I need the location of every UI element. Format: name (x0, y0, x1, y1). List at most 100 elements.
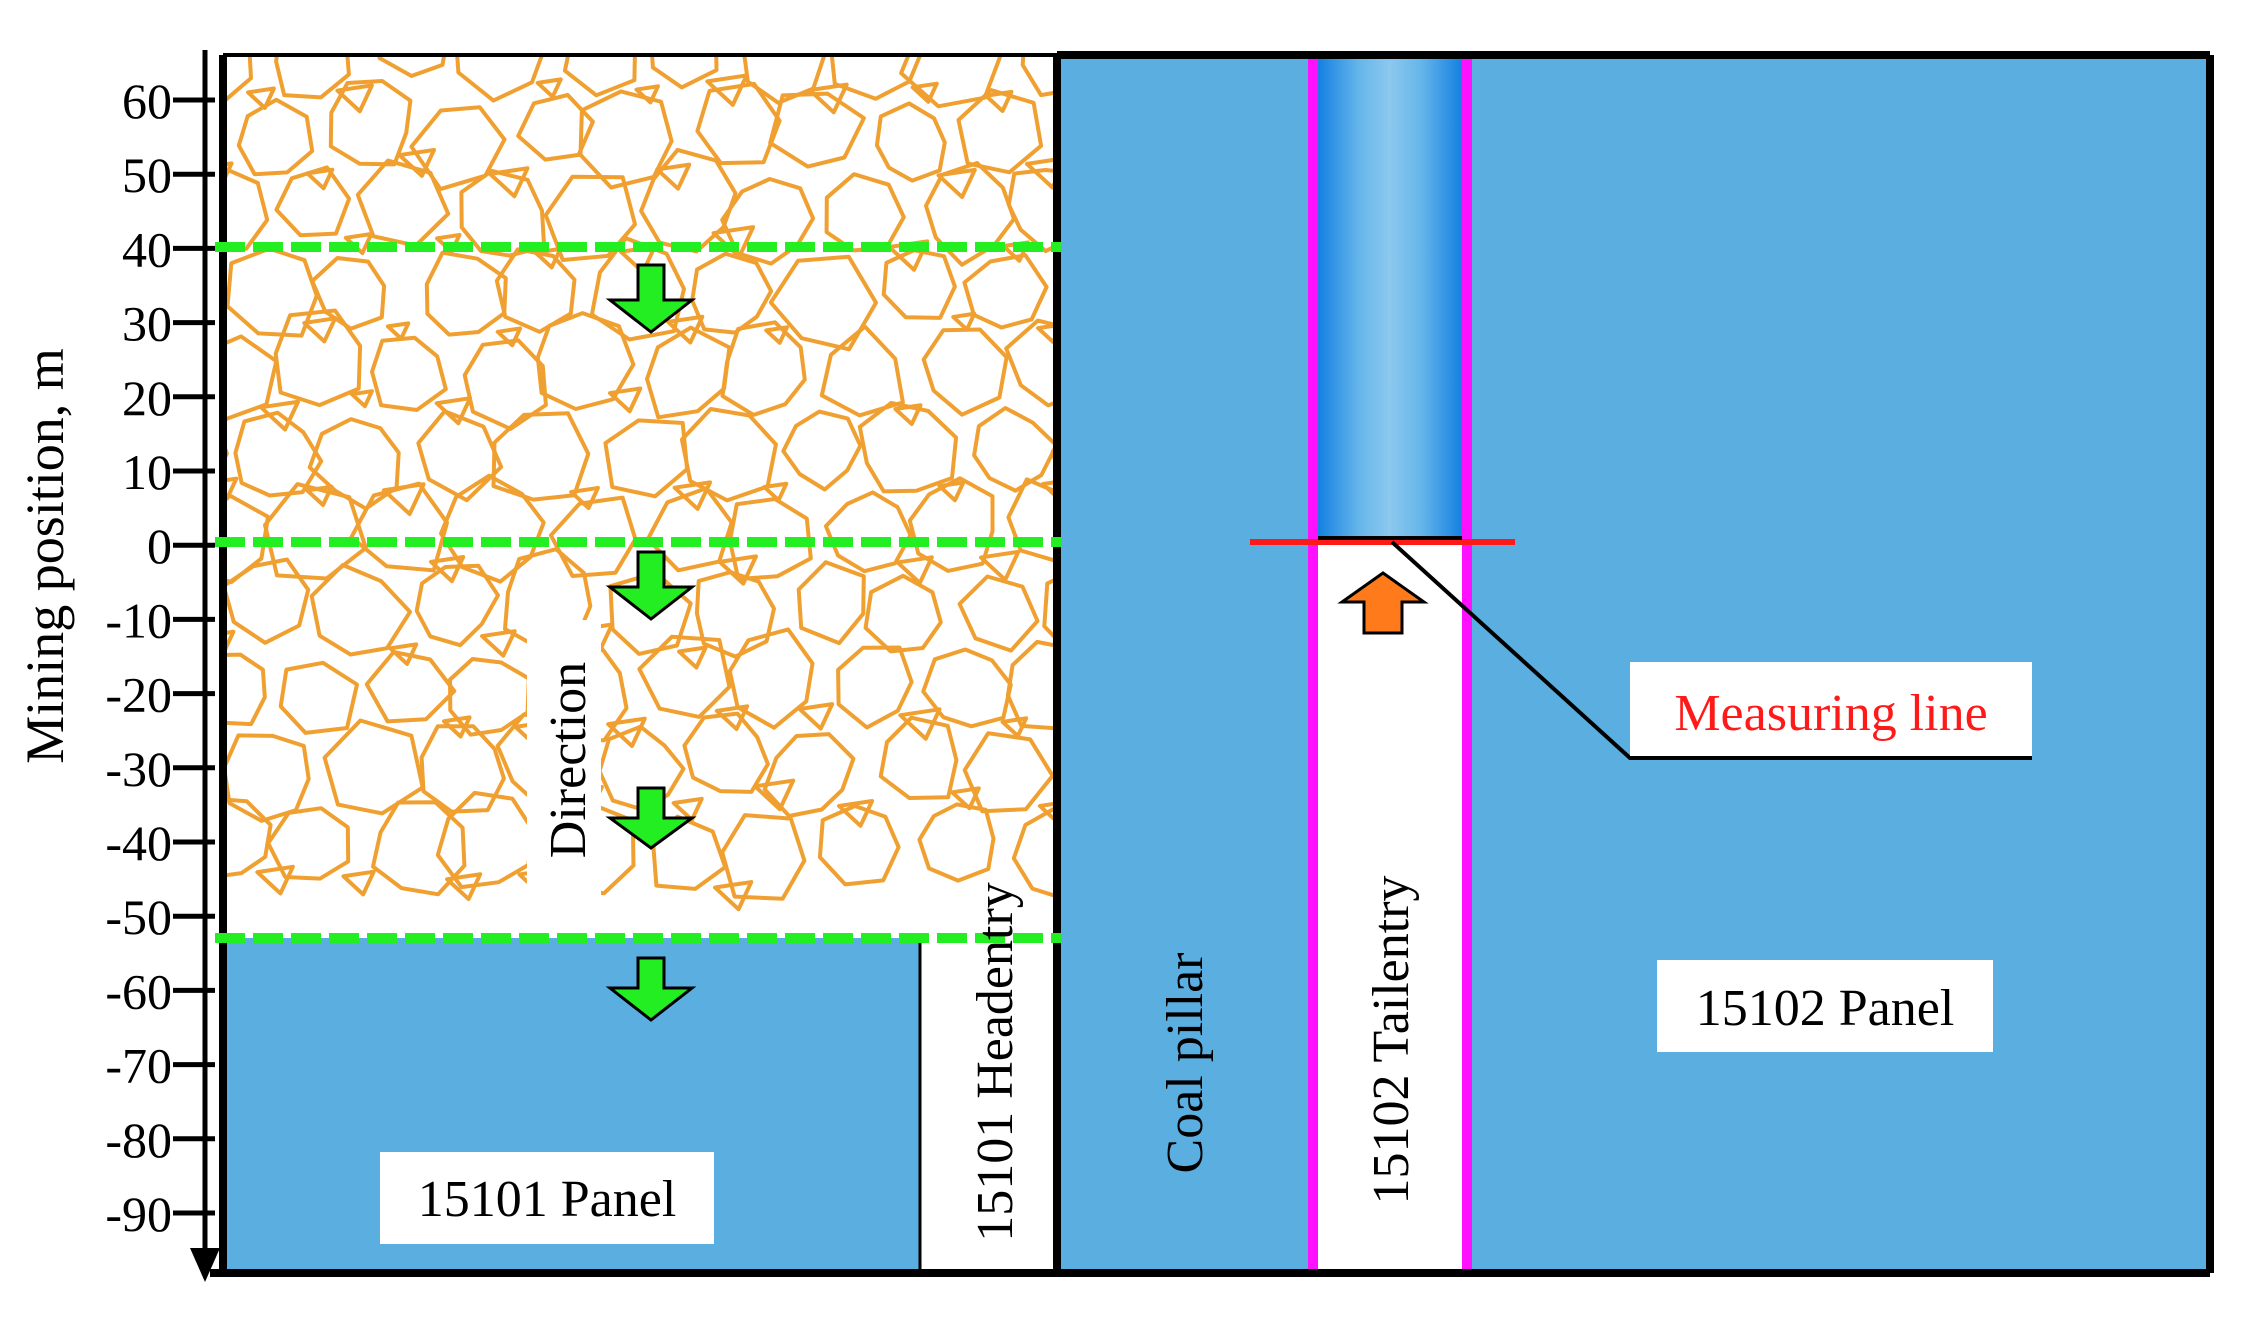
y-axis-tick-label: -20 (105, 667, 172, 723)
gob-rock-fragment (768, 254, 878, 352)
gob-rock-fragment (398, 0, 483, 18)
measuring-leader-line (1390, 540, 2032, 760)
direction-arrow-icon (605, 956, 697, 1022)
gob-rock-fragment (956, 88, 1044, 175)
gob-rock-fragment (1040, 480, 1055, 498)
gob-rock-fragment (225, 246, 319, 338)
y-axis-tick-label: -70 (105, 1038, 172, 1094)
gob-rock-fragment (328, 79, 413, 167)
gob-rock-fragment (899, 55, 1003, 109)
gob-rock-fragment (278, 660, 359, 735)
gob-rock-fragment (972, 406, 1055, 493)
gob-rock-fragment (720, 813, 807, 901)
gob-rock-fragment (310, 256, 387, 331)
gob-rock-fragment (516, 93, 595, 162)
measuring-line-label: Measuring line (1674, 685, 1987, 742)
gob-rock-fragment (829, 55, 923, 101)
gob-rock-fragment (781, 409, 863, 492)
gob-rock-fragment (836, 645, 914, 730)
gob-rock-fragment (895, 555, 934, 585)
gob-rock-fragment (962, 253, 1049, 330)
gob-rock-fragment (817, 804, 901, 887)
gob-rock-fragment (574, 0, 604, 21)
gob-rock-fragment (1139, 0, 1167, 17)
gob-rock-fragment (1036, 323, 1055, 344)
y-axis-tick-label: -40 (105, 815, 172, 871)
y-axis-tick-label: 40 (122, 221, 172, 277)
gob-rock-fragment (608, 386, 643, 414)
gob-rock-fragment (742, 55, 827, 105)
gob-rock-fragment (424, 250, 508, 337)
y-axis-tick-label: 10 (122, 444, 172, 500)
direction-arrow-icon (605, 263, 697, 334)
gob-rock-fragment (917, 802, 996, 883)
y-axis-tick-label: 50 (122, 147, 172, 203)
y-axis-tick-label: -50 (105, 889, 172, 945)
gob-rock-fragment (223, 55, 253, 105)
coal-pillar-label: Coal pillar (1157, 953, 1214, 1174)
headentry-15101 (920, 938, 1056, 1273)
gob-rock-fragment (327, 0, 408, 26)
axis-arrow-icon (190, 1248, 220, 1282)
gob-rock-fragment (981, 0, 1057, 14)
gob-rock-fragment (764, 325, 789, 345)
gob-rock-fragment (863, 573, 943, 654)
panel-15102-label: 15102 Panel (1696, 980, 1955, 1037)
gob-rock-fragment (193, 12, 229, 39)
gob-rock-fragment (754, 0, 792, 21)
y-axis-label: Mining position, m (15, 348, 75, 764)
gob-rock-fragment (419, 724, 506, 814)
gob-rock-fragment (797, 702, 835, 731)
gob-rock-fragment (910, 81, 939, 104)
gob-rock-fragment (341, 869, 376, 897)
gob-rock-fragment (495, 326, 523, 348)
gob-rock-fragment (535, 77, 563, 99)
gob-rock-fragment (448, 657, 531, 737)
gob-rock-fragment (462, 338, 548, 431)
gob-rock-fragment (233, 410, 324, 498)
gob-rock-fragment (385, 321, 411, 341)
gob-rock-fragment (480, 629, 517, 658)
gob-rock-fragment (768, 91, 866, 169)
tailentry-15102 (1313, 542, 1467, 1273)
gob-rock-fragment (682, 711, 770, 794)
gob-rock-fragment (223, 797, 273, 878)
y-axis-tick-label: 60 (122, 73, 172, 129)
direction-arrow-icon (605, 550, 697, 621)
gob-rock-fragment (1042, 577, 1055, 641)
gob-rock-fragment (371, 800, 467, 897)
gob-rock-fragment (762, 481, 789, 503)
gob-rock-fragment (645, 325, 732, 420)
gob-rock-fragment (223, 733, 311, 823)
gob-rock-fragment (875, 0, 974, 9)
measuring-line-label-group: Measuring line (1630, 662, 2032, 756)
gob-rock-fragment (223, 557, 311, 645)
tailentry-mined-gradient (1313, 55, 1467, 542)
gob-rock-fragment (307, 417, 401, 511)
gob-rock-fragment (126, 0, 204, 29)
gob-rock-fragment (414, 563, 500, 648)
gob-rock-fragment (543, 174, 637, 262)
gob-rock-fragment (962, 731, 1055, 814)
gob-rock-fragment (223, 652, 267, 727)
gob-rock-fragment (255, 864, 295, 896)
gob-rock-fragment (650, 55, 719, 90)
gob-rock-fragment (535, 311, 636, 411)
gob-rock-fragment (273, 308, 363, 408)
gob-rock-fragment (936, 167, 977, 200)
gob-rock-fragment (979, 549, 1021, 582)
gob-rock-fragment (957, 574, 1040, 653)
gob-rock-fragment (488, 166, 530, 199)
gob-rock-fragment (355, 158, 451, 248)
gob-rock-fragment (494, 247, 577, 334)
gob-rock-fragment (500, 0, 588, 11)
gob-rock-fragment (416, 409, 504, 503)
gob-rock-fragment (1024, 157, 1055, 190)
gob-rock-fragment (1004, 318, 1055, 408)
gob-rock-fragment (578, 89, 674, 190)
gob-rock-fragment (398, 11, 436, 39)
gob-rock-fragment (694, 570, 776, 659)
headentry-label: 15101 Headentry (967, 882, 1024, 1242)
direction-arrow-icon (605, 786, 697, 850)
gob-rock-fragment (274, 165, 352, 238)
